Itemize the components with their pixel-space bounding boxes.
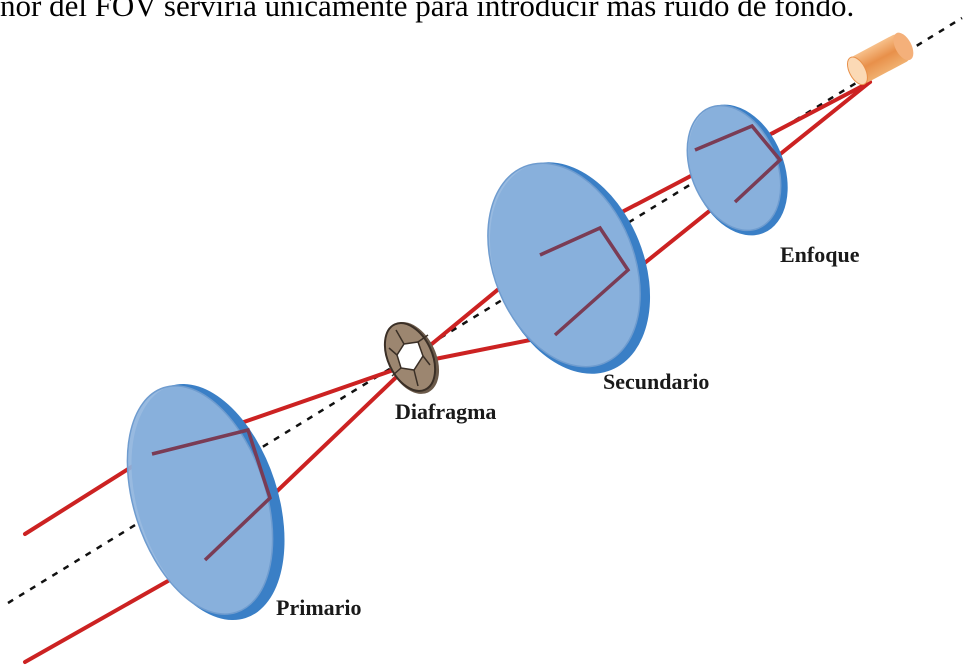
label-enfoque: Enfoque [780, 242, 860, 267]
caption-text-fragment: ñor del FOV serviría únicamente para int… [0, 0, 855, 23]
label-primario: Primario [276, 595, 362, 620]
label-secundario: Secundario [603, 369, 709, 394]
primary-lens [126, 383, 285, 621]
secondary-lens [487, 162, 651, 374]
focus-lens [686, 104, 788, 236]
label-diafragma: Diafragma [395, 399, 496, 424]
diaphragm [383, 322, 440, 394]
source-cylinder [846, 32, 914, 86]
